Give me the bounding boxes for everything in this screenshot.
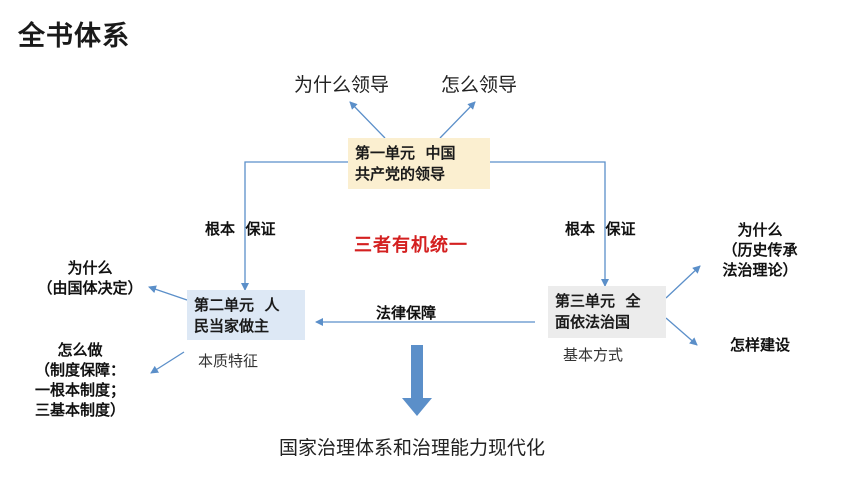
left-why-text: 为什么 （由国体决定） — [20, 258, 160, 298]
left-why-line1: 为什么 — [67, 259, 113, 277]
big-down-arrow — [402, 345, 432, 416]
unit2-box: 第二单元 人 民当家做主 — [187, 290, 305, 340]
right-how-text: 怎样建设 — [730, 336, 791, 354]
left-how-line2: （制度保障： — [34, 361, 125, 379]
arrow-unit2-to-left-how — [150, 351, 185, 374]
unit3-line2: 面依法治国 — [555, 313, 631, 331]
left-how-line4: 三基本制度） — [34, 401, 125, 419]
unit3-box: 第三单元 全 面依法治国 — [548, 286, 666, 338]
unit2-caption: 本质特征 — [198, 352, 259, 370]
right-why-text: 为什么 （历史传承 法治理论） — [700, 220, 820, 280]
unit2-line1: 第二单元 人 — [194, 296, 280, 314]
relation-right: 根本 保证 — [565, 220, 636, 238]
arrow-unit3-to-right-how — [665, 317, 698, 346]
unit3-caption: 基本方式 — [563, 346, 624, 364]
unit2-line2: 民当家做主 — [194, 317, 270, 335]
page-title: 全书体系 — [18, 21, 130, 52]
left-how-text: 怎么做 （制度保障： 一根本制度； 三基本制度） — [10, 340, 150, 420]
how-lead-label: 怎么领导 — [441, 74, 518, 96]
arrow-to-why-lead — [349, 101, 386, 139]
arrow-unit2-to-left-why — [148, 285, 188, 301]
right-why-line3: 法治理论） — [722, 261, 798, 279]
law-guarantee-label: 法律保障 — [376, 304, 437, 322]
unit1-box: 第一单元 中国 共产党的领导 — [348, 138, 490, 189]
arrow-to-how-lead — [439, 101, 476, 139]
left-how-line3: 一根本制度； — [34, 381, 125, 399]
relation-left: 根本 保证 — [205, 220, 276, 238]
unit3-line1: 第三单元 全 — [555, 292, 641, 310]
left-how-line1: 怎么做 — [57, 341, 103, 359]
arrow-unit3-to-right-why — [665, 265, 701, 299]
why-lead-label: 为什么领导 — [294, 74, 390, 96]
arrow-unit1-to-unit3 — [490, 161, 609, 287]
bottom-goal: 国家治理体系和治理能力现代化 — [279, 437, 546, 459]
unit1-line2: 共产党的领导 — [355, 165, 446, 183]
right-why-line1: 为什么 — [737, 221, 783, 239]
center-statement: 三者有机统一 — [354, 235, 468, 256]
right-why-line2: （历史传承 — [722, 241, 798, 259]
arrow-unit1-to-unit2 — [241, 161, 348, 291]
unit1-line1: 第一单元 中国 — [355, 144, 456, 162]
left-why-line2: （由国体决定） — [37, 279, 143, 297]
